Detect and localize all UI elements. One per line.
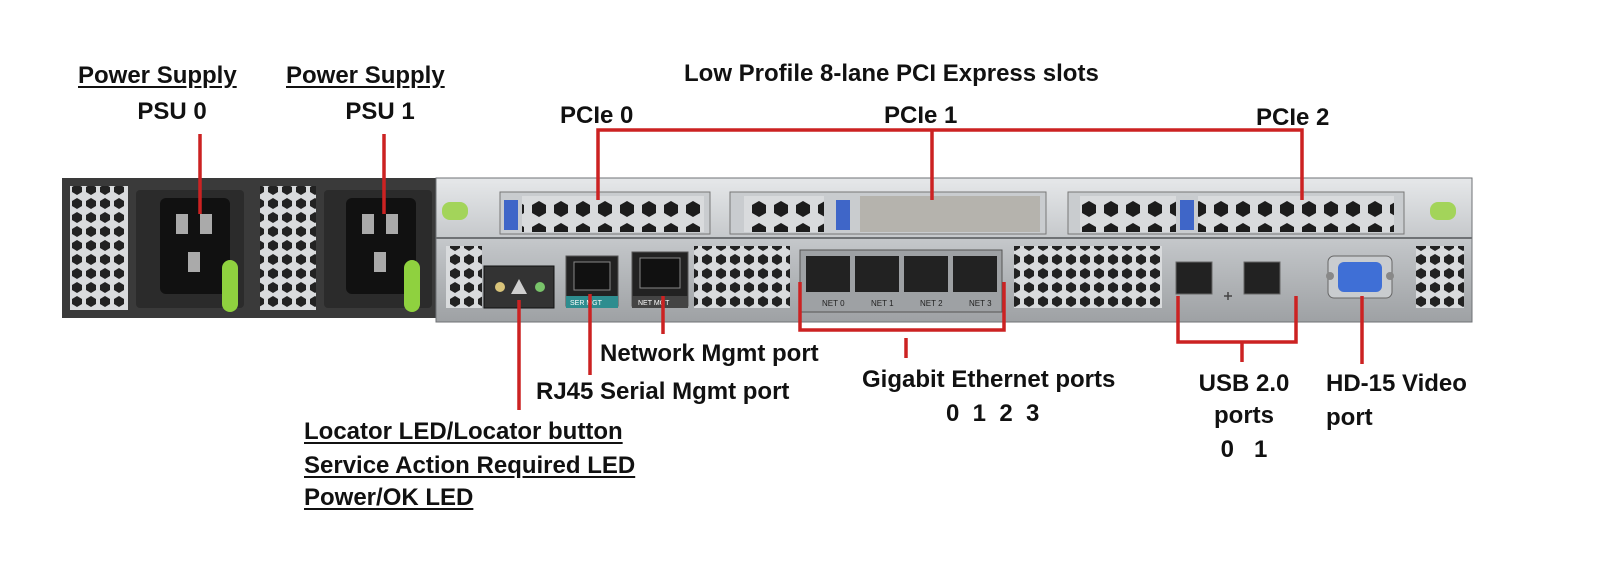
right-latch[interactable]	[1430, 202, 1456, 220]
serial-port-tag: SER MGT	[570, 300, 603, 307]
nic-label-strip: NET 0 NET 1 NET 2 NET 3	[822, 299, 992, 308]
usb-icon	[1224, 292, 1232, 300]
left-latch[interactable]	[442, 202, 468, 220]
pcie-1-label: PCIe 1	[884, 102, 958, 129]
gige-port-2[interactable]	[904, 256, 948, 292]
psu-0-title: Power Supply	[78, 62, 237, 89]
nic-label-3: NET 3	[969, 299, 992, 308]
pcie-slot-0[interactable]	[499, 191, 711, 235]
nic-label-0: NET 0	[822, 299, 845, 308]
gigabit-ethernet-block	[799, 249, 1003, 313]
network-mgmt-port[interactable]	[631, 251, 689, 308]
nic-label-1: NET 1	[871, 299, 894, 308]
led-label-locator: Locator LED/Locator button	[304, 418, 623, 445]
psu-1	[252, 178, 436, 318]
power-ok-led-icon	[535, 282, 545, 292]
nic-label-2: NET 2	[920, 299, 943, 308]
psu-1-handle[interactable]	[404, 260, 420, 312]
pcie-slot-2[interactable]	[1067, 191, 1405, 235]
locator-led-icon[interactable]	[495, 282, 505, 292]
callout-lines	[198, 128, 1364, 410]
hd15-video-port[interactable]	[1326, 255, 1394, 299]
network-port-tag: NET MGT	[638, 300, 670, 307]
led-label-power: Power/OK LED	[304, 484, 474, 511]
led-label-service: Service Action Required LED	[304, 452, 636, 479]
usb-port-0[interactable]	[1175, 261, 1213, 295]
usb-numbers: 0 1	[1220, 436, 1268, 463]
usb-label-line1: USB 2.0	[1198, 370, 1290, 397]
psu-0-name: PSU 0	[137, 98, 207, 125]
psu-0-handle[interactable]	[222, 260, 238, 312]
pcie-slot-1[interactable]	[729, 191, 1047, 235]
usb-label-line2: ports	[1214, 402, 1274, 429]
gige-port-3[interactable]	[953, 256, 997, 292]
gige-label: Gigabit Ethernet ports	[862, 366, 1116, 393]
gige-numbers: 0 1 2 3	[946, 400, 1040, 427]
gige-bracket	[798, 282, 1006, 332]
usb-bracket	[1176, 296, 1298, 344]
video-label-line1: HD-15 Video	[1326, 370, 1467, 397]
psu-0	[62, 178, 252, 318]
psu-1-name: PSU 1	[345, 98, 415, 125]
pcie-2-label: PCIe 2	[1256, 104, 1330, 131]
vent-left	[446, 246, 482, 308]
vent-right	[1014, 246, 1162, 308]
pcie-group-label: Low Profile 8-lane PCI Express slots	[684, 60, 1099, 87]
gige-port-0[interactable]	[806, 256, 850, 292]
serial-mgmt-port[interactable]	[565, 255, 619, 308]
service-warning-icon	[511, 279, 527, 294]
usb-port-1[interactable]	[1243, 261, 1281, 295]
pcie-bracket	[596, 128, 1304, 200]
network-mgmt-label: Network Mgmt port	[600, 340, 819, 367]
psu-1-title: Power Supply	[286, 62, 445, 89]
vent-far-right	[1416, 246, 1464, 308]
pcie-0-label: PCIe 0	[560, 102, 634, 129]
video-label-line2: port	[1326, 404, 1373, 431]
serial-mgmt-label: RJ45 Serial Mgmt port	[536, 378, 790, 405]
usb-ports	[1175, 261, 1281, 300]
vent-mid	[694, 246, 790, 308]
gige-port-1[interactable]	[855, 256, 899, 292]
